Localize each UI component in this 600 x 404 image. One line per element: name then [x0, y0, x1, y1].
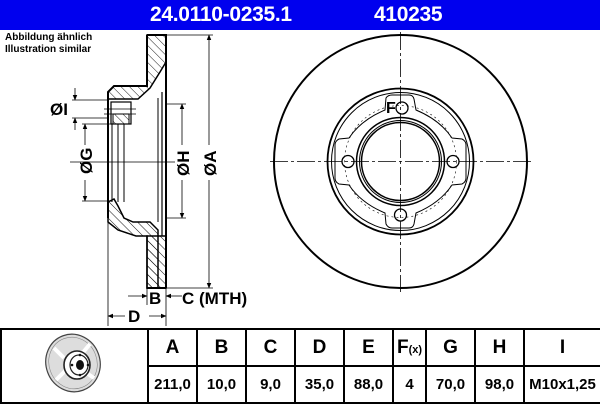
thumbnail-cell: [0, 328, 149, 404]
note-english: Illustration similar: [5, 44, 92, 55]
value-F: 4: [392, 365, 427, 404]
value-B: 10,0: [196, 365, 247, 404]
value-E: 88,0: [343, 365, 394, 404]
front-view: [270, 32, 532, 292]
dim-label-C: C (MTH): [182, 289, 247, 308]
illustration-note: Abbildung ähnlich Illustration similar: [5, 32, 92, 56]
header-F: F(x): [392, 328, 427, 367]
title-bar: 24.0110-0235.1 410235: [0, 0, 600, 30]
dim-label-G: ØG: [77, 148, 96, 174]
dim-label-D: D: [128, 307, 140, 326]
article-code: 410235: [374, 3, 443, 26]
value-H: 98,0: [474, 365, 525, 404]
technical-drawing: ØI ØG ØH ØA B C (MTH) D F: [50, 32, 532, 326]
dim-label-B: B: [149, 289, 161, 308]
dim-label-I: ØI: [50, 100, 68, 119]
header-E: E: [343, 328, 394, 367]
value-C: 9,0: [245, 365, 296, 404]
bolt-hole-marker-F: F: [386, 100, 396, 117]
section-top-hatch: [107, 34, 167, 100]
header-F-label: F: [396, 336, 409, 358]
dim-label-H: ØH: [174, 151, 193, 177]
header-D: D: [294, 328, 345, 367]
header-B: B: [196, 328, 247, 367]
brake-disc-thumbnail-icon: [44, 333, 101, 393]
value-D: 35,0: [294, 365, 345, 404]
header-F-suffix: (x): [408, 343, 423, 356]
value-A: 211,0: [147, 365, 198, 404]
hub-lug-outline: [334, 94, 467, 229]
spec-header-row: A B C D E F(x) G H I: [0, 328, 600, 404]
bolt-hole-top: [395, 101, 409, 115]
spec-table: A B C D E F(x) G H I 211,0 10,0 9,0 35,0…: [0, 328, 600, 404]
dim-label-A: ØA: [201, 151, 220, 177]
header-I: I: [523, 328, 600, 367]
note-german: Abbildung ähnlich: [5, 32, 93, 43]
value-G: 70,0: [425, 365, 476, 404]
header-G: G: [425, 328, 476, 367]
value-I: M10x1,25: [523, 365, 600, 404]
part-number: 24.0110-0235.1: [150, 3, 292, 26]
section-view: [70, 34, 213, 326]
header-H: H: [474, 328, 525, 367]
header-C: C: [245, 328, 296, 367]
header-A: A: [147, 328, 198, 367]
